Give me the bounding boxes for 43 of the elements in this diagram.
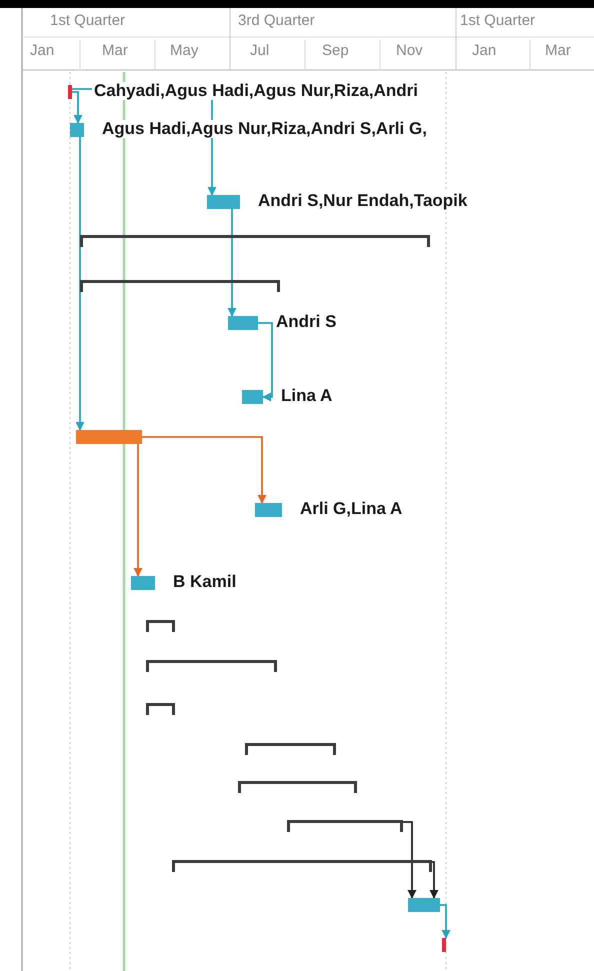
resource-label: Agus Hadi,Agus Nur,Riza,Andri S,Arli G, <box>100 120 429 138</box>
timescale-label: Sep <box>322 42 349 59</box>
summary-bracket <box>172 860 432 872</box>
timescale-label: 1st Quarter <box>50 12 126 29</box>
resource-label: Arli G,Lina A <box>298 500 404 518</box>
dependency-arrow <box>76 137 84 431</box>
dependency-arrow <box>72 91 82 124</box>
timescale-label: Mar <box>545 42 571 59</box>
timescale-label: May <box>170 42 198 59</box>
resource-label: Andri S,Nur Endah,Taopik <box>256 192 470 210</box>
task-bar <box>207 195 240 209</box>
dependency-arrow <box>228 209 236 317</box>
summary-bracket <box>287 820 403 832</box>
task-bar <box>76 430 142 444</box>
summary-bracket <box>245 743 336 755</box>
dependency-arrow <box>258 322 273 402</box>
timescale-label: Nov <box>396 42 423 59</box>
summary-bracket <box>80 235 430 247</box>
task-bar <box>255 503 282 517</box>
task-bar <box>408 898 440 912</box>
task-bar <box>242 390 263 404</box>
task-bar <box>228 316 258 330</box>
dependency-arrow <box>142 436 266 504</box>
timescale-label: Jul <box>250 42 270 59</box>
task-bar <box>131 576 155 590</box>
timescale-label: Jan <box>30 42 54 59</box>
timescale-label: Jan <box>472 42 496 59</box>
summary-bracket <box>146 703 175 715</box>
milestone-marker <box>442 938 446 952</box>
resource-label: Cahyadi,Agus Hadi,Agus Nur,Riza,Andri <box>92 82 420 100</box>
summary-bracket <box>238 781 357 793</box>
dependency-arrow <box>440 904 450 939</box>
summary-bracket <box>80 280 280 292</box>
dependency-arrow <box>403 821 416 899</box>
dependency-arrow <box>430 861 438 899</box>
summary-bracket <box>146 620 175 632</box>
timescale-label: Mar <box>102 42 128 59</box>
dependency-arrow <box>134 444 142 577</box>
task-bar <box>70 123 84 137</box>
summary-bracket <box>146 660 277 672</box>
milestone-marker <box>68 85 72 99</box>
timescale-label: 1st Quarter <box>460 12 536 29</box>
timescale-label: 3rd Quarter <box>238 12 315 29</box>
